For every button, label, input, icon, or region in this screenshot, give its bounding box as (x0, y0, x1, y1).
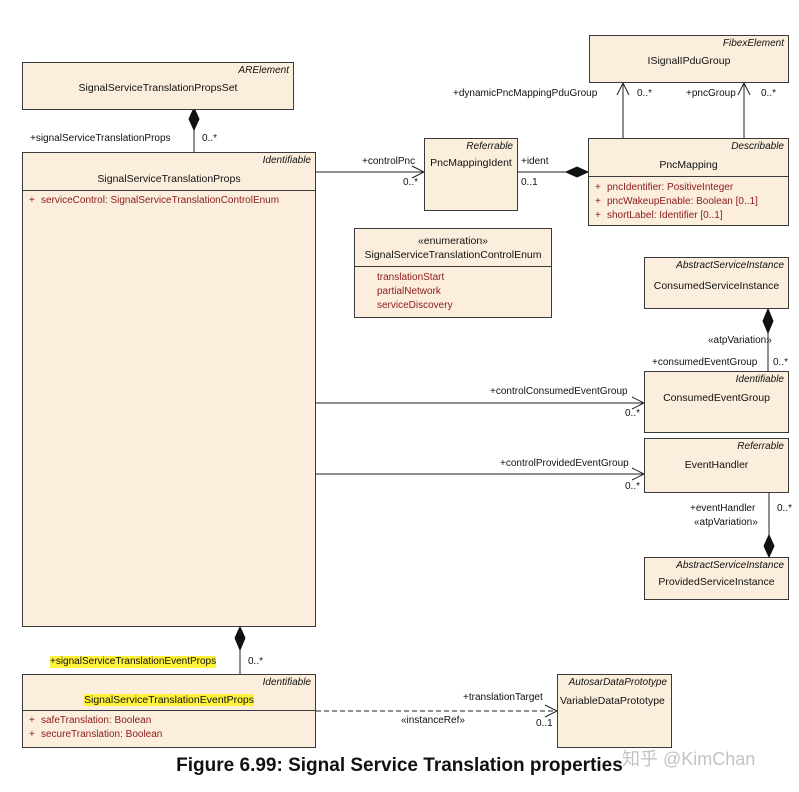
role-label: +controlProvidedEventGroup (500, 458, 629, 469)
multiplicity-label: 0..1 (536, 718, 553, 729)
class-consumed-service-instance: AbstractServiceInstance ConsumedServiceI… (644, 257, 789, 309)
enum-literal: partialNetwork (377, 286, 441, 297)
attribute: secureTranslation: Boolean (29, 728, 309, 742)
multiplicity-label: 0..* (773, 357, 789, 368)
stereotype: AbstractServiceInstance (676, 560, 784, 571)
role-label: +signalServiceTranslationProps (30, 133, 171, 144)
watermark: 知乎 @KimChan (622, 749, 756, 769)
stereotype: Describable (731, 141, 784, 152)
arrow-pnc-group (737, 81, 751, 96)
class-name: ISignalIPduGroup (647, 55, 731, 67)
role-label: +eventHandler (690, 503, 756, 514)
stereotype: Referrable (737, 441, 784, 452)
enum-control: «enumeration» SignalServiceTranslationCo… (354, 228, 552, 318)
class-pnc-mapping: Describable PncMapping pncIdentifier: Po… (588, 138, 789, 226)
stereotype: Identifiable (262, 677, 311, 688)
role-label: +pncGroup (686, 88, 736, 99)
stereotype: FibexElement (722, 38, 784, 49)
multiplicity-label: 0..* (637, 88, 653, 99)
stereotype: Identifiable (262, 155, 311, 166)
role-label: +dynamicPncMappingPduGroup (453, 88, 598, 99)
class-pnc-mapping-ident: Referrable PncMappingIdent (424, 138, 518, 211)
stereotype: ARElement (238, 65, 289, 76)
class-name: PncMapping (659, 159, 718, 171)
enum-name: SignalServiceTranslationControlEnum (364, 249, 542, 261)
diamond-props (234, 625, 246, 652)
multiplicity-label: 0..* (625, 481, 641, 492)
diamond-consumed-service-instance (762, 307, 774, 335)
literal-list: translationStart partialNetwork serviceD… (355, 267, 551, 313)
multiplicity-label: 0..* (761, 88, 777, 99)
figure-caption: Figure 6.99: Signal Service Translation … (176, 755, 623, 776)
multiplicity-label: 0..* (248, 656, 264, 667)
multiplicity-label: 0..* (625, 408, 641, 419)
role-label: +consumedEventGroup (652, 357, 758, 368)
attribute: safeTranslation: Boolean (29, 714, 309, 728)
class-event-props: Identifiable SignalServiceTranslationEve… (22, 674, 316, 748)
role-label: +controlConsumedEventGroup (490, 386, 628, 397)
attribute: serviceControl: SignalServiceTranslation… (29, 194, 309, 208)
stereotype: Referrable (466, 141, 513, 152)
class-name: EventHandler (684, 459, 749, 471)
class-name: ConsumedServiceInstance (653, 280, 780, 292)
enum-literal: serviceDiscovery (377, 300, 453, 311)
attribute-list: safeTranslation: Boolean secureTranslati… (23, 711, 315, 745)
enum-stereotype: «enumeration» (417, 235, 489, 247)
attribute: pncWakeupEnable: Boolean [0..1] (595, 195, 782, 209)
role-label: +signalServiceTranslationEventProps (50, 656, 217, 668)
class-provided-service-instance: AbstractServiceInstance ProvidedServiceI… (644, 557, 789, 600)
class-props: Identifiable SignalServiceTranslationPro… (22, 152, 316, 627)
stereotype-label: «atpVariation» (708, 335, 772, 346)
class-props-set: ARElement SignalServiceTranslationPropsS… (22, 62, 294, 110)
role-label: +ident (521, 156, 549, 167)
attribute-list: pncIdentifier: PositiveInteger pncWakeup… (589, 177, 788, 226)
attribute-list: serviceControl: SignalServiceTranslation… (23, 191, 315, 211)
multiplicity-label: 0..* (202, 133, 218, 144)
stereotype-label: «instanceRef» (401, 715, 465, 726)
multiplicity-label: 0..* (777, 503, 793, 514)
diamond-props-set (188, 106, 200, 132)
arrow-dynamic-pdu-group (616, 81, 630, 96)
class-name: VariableDataPrototype (560, 695, 665, 707)
enum-literal: translationStart (377, 272, 445, 283)
class-name: SignalServiceTranslationPropsSet (78, 82, 238, 94)
multiplicity-label: 0..* (403, 177, 419, 188)
diamond-pnc-mapping (564, 166, 590, 178)
class-isignal-ipdu-group: FibexElement ISignalIPduGroup (589, 35, 789, 83)
role-label: +translationTarget (463, 692, 543, 703)
class-name: SignalServiceTranslationProps (97, 173, 241, 185)
role-label: +controlPnc (362, 156, 416, 167)
class-consumed-event-group: Identifiable ConsumedEventGroup (644, 371, 789, 433)
attribute: shortLabel: Identifier [0..1] (595, 209, 782, 223)
class-variable-data-prototype: AutosarDataPrototype VariableDataPrototy… (557, 674, 672, 748)
class-event-handler: Referrable EventHandler (644, 438, 789, 493)
diamond-provided-service-instance (763, 533, 775, 559)
attribute: pncIdentifier: PositiveInteger (595, 181, 782, 195)
stereotype: AutosarDataPrototype (568, 677, 667, 688)
stereotype: AbstractServiceInstance (676, 260, 784, 271)
stereotype: Identifiable (735, 374, 784, 385)
class-name: ConsumedEventGroup (663, 392, 770, 404)
class-name: PncMappingIdent (430, 157, 512, 169)
class-name: SignalServiceTranslationEventProps (83, 694, 255, 706)
stereotype-label: «atpVariation» (694, 517, 758, 528)
multiplicity-label: 0..1 (521, 177, 538, 188)
class-name: ProvidedServiceInstance (658, 576, 775, 588)
